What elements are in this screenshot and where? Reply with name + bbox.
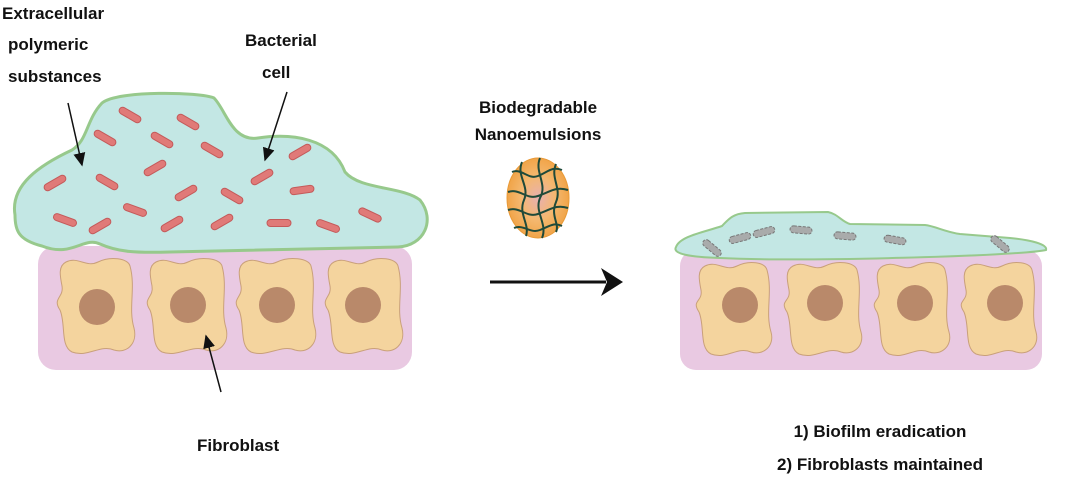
bacterial-label-line1: Bacterial (245, 31, 317, 50)
dead-bacterial-cell (728, 232, 752, 244)
bacterial-cell (93, 129, 117, 147)
bacterial-label-line2: cell (262, 63, 290, 82)
bacterial-cell (210, 213, 234, 231)
result-fibroblasts-maintained: 2) Fibroblasts maintained (777, 455, 983, 474)
eps-label-line1: Extracellular (2, 4, 104, 23)
dead-bacterial-cell (702, 239, 722, 257)
bacterial-cell (174, 184, 198, 202)
dead-bacterial-cell (789, 225, 813, 235)
dead-bacterial-cell (752, 226, 776, 238)
fibroblast-cell (235, 258, 317, 354)
treatment-arrow (490, 268, 623, 296)
biofilm-eps (12, 91, 429, 254)
bacterial-cell (150, 131, 174, 149)
nanoemulsion-label-line1: Biodegradable (479, 98, 597, 117)
bacterial-cell (358, 207, 382, 223)
cell-nucleus (345, 287, 381, 323)
bacterial-cell-pointer-arrow (262, 91, 288, 162)
bacterial-cell (123, 203, 147, 217)
result-biofilm-eradication: 1) Biofilm eradication (794, 422, 967, 441)
cell-nucleus (897, 285, 933, 321)
treated-tissue (674, 210, 1048, 370)
bacterial-cell (88, 217, 112, 235)
bacterial-cell (316, 219, 340, 233)
fibroblast-cell (960, 262, 1038, 356)
untreated-tissue (12, 91, 429, 370)
bacterial-cell (250, 168, 274, 186)
cell-nucleus (807, 285, 843, 321)
fibroblast-pointer-arrow (203, 334, 222, 393)
bacterial-cell (95, 173, 119, 191)
eps-pointer-arrow (67, 102, 86, 167)
fibroblast-cell (324, 258, 404, 354)
bacterial-cell (220, 187, 244, 205)
bacterial-cell (143, 159, 167, 177)
fibroblast-cell (873, 262, 951, 356)
bacterial-cell (53, 213, 77, 227)
cell-nucleus (722, 287, 758, 323)
nanoemulsion-droplet-icon (506, 157, 570, 239)
bacterial-cell (288, 143, 312, 161)
fibroblast-cell (56, 258, 136, 354)
cell-nucleus (170, 287, 206, 323)
bacterial-cell (176, 113, 200, 131)
bacterial-cell (43, 174, 67, 192)
dead-bacterial-cell (833, 231, 857, 241)
bacterial-cell (118, 106, 142, 124)
fibroblast-cell (146, 258, 228, 354)
bacterial-cell (289, 184, 315, 196)
bacterial-cell (200, 141, 224, 159)
nanoemulsion-label-line2: Nanoemulsions (475, 125, 602, 144)
cell-nucleus (79, 289, 115, 325)
cell-nucleus (987, 285, 1023, 321)
dead-bacterial-cell (990, 235, 1010, 253)
bacterial-cell (160, 215, 184, 233)
fibroblast-cell (695, 262, 773, 356)
eps-label-line3: substances (8, 67, 102, 86)
fibroblast-label: Fibroblast (197, 436, 280, 455)
cell-nucleus (259, 287, 295, 323)
bacterial-cell (266, 219, 292, 227)
eps-label-line2: polymeric (8, 35, 88, 54)
fibroblast-cell (783, 262, 863, 356)
dead-bacterial-cell (883, 234, 907, 246)
residual-biofilm (674, 210, 1048, 261)
